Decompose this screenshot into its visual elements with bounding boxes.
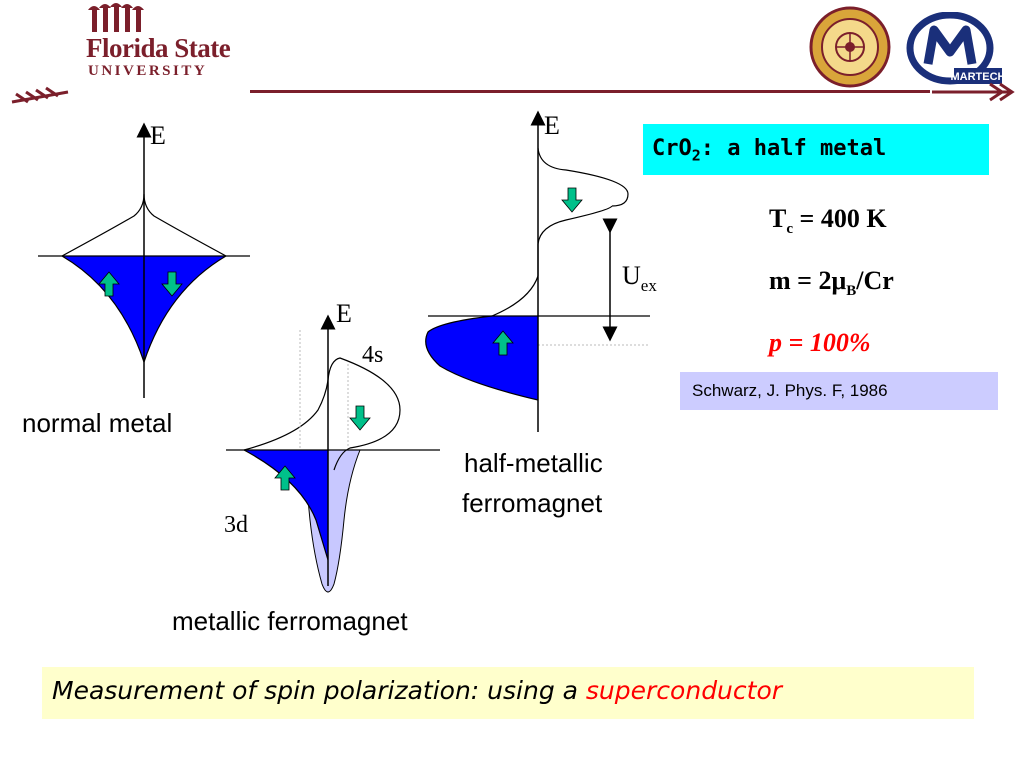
fsu-logo: [8, 2, 248, 112]
footer-accent: superconductor: [585, 676, 783, 705]
spin-up-arrow-icon: [98, 271, 120, 297]
title-box: [643, 124, 989, 175]
footer-box: [42, 667, 974, 719]
half-filled-band: [425, 316, 538, 400]
university-subtitle: UNIVERSITY: [88, 63, 208, 79]
half-metal-caption-line1: half-metallic: [464, 448, 603, 478]
ferro-4s-label: 4s: [362, 342, 383, 368]
curie-temperature: Tc = 400 K: [769, 204, 887, 238]
half-axis-label: E: [544, 111, 560, 140]
reference-text: Schwarz, J. Phys. F, 1986: [692, 381, 888, 400]
normal-metal-caption: normal metal: [22, 408, 173, 438]
svg-text:MARTECH: MARTECH: [951, 71, 1005, 83]
spin-polarization: p = 100%: [769, 328, 871, 357]
half-metal-caption-line2: ferromagnet: [462, 488, 603, 518]
arrow-ornament-icon: [932, 82, 1015, 102]
martech-logo-icon: MARTECH: [906, 12, 1005, 85]
metallic-ferromagnet-caption: metallic ferromagnet: [172, 606, 408, 636]
half-metal-diagram: E Uex: [425, 110, 657, 432]
physics-seal-icon: [809, 6, 891, 88]
magnetic-moment: m = 2μB/Cr: [769, 266, 894, 300]
ferro-3d-label: 3d: [224, 512, 248, 538]
ferro-axis-label: E: [336, 299, 352, 328]
normal-metal-diagram: E: [38, 121, 250, 398]
university-name: Florida State: [86, 33, 231, 63]
header-divider: [250, 90, 930, 93]
reference-box: [680, 372, 998, 410]
uex-label: Uex: [622, 261, 657, 295]
ferro-filled-band: [244, 450, 328, 560]
spin-down-arrow-icon: [561, 187, 583, 213]
metallic-ferromagnet-diagram: E 4s 3d: [224, 299, 440, 593]
spin-down-arrow-icon: [161, 271, 183, 297]
normal-axis-label: E: [150, 121, 166, 150]
slide-title: CrO2: a half metal: [652, 136, 887, 165]
footer-text: Measurement of spin polarization: using …: [52, 676, 783, 705]
spin-up-arrow-icon: [492, 330, 514, 356]
spin-up-arrow-icon: [274, 465, 296, 491]
torch-icon: [11, 3, 144, 104]
spin-down-arrow-icon: [349, 405, 371, 431]
